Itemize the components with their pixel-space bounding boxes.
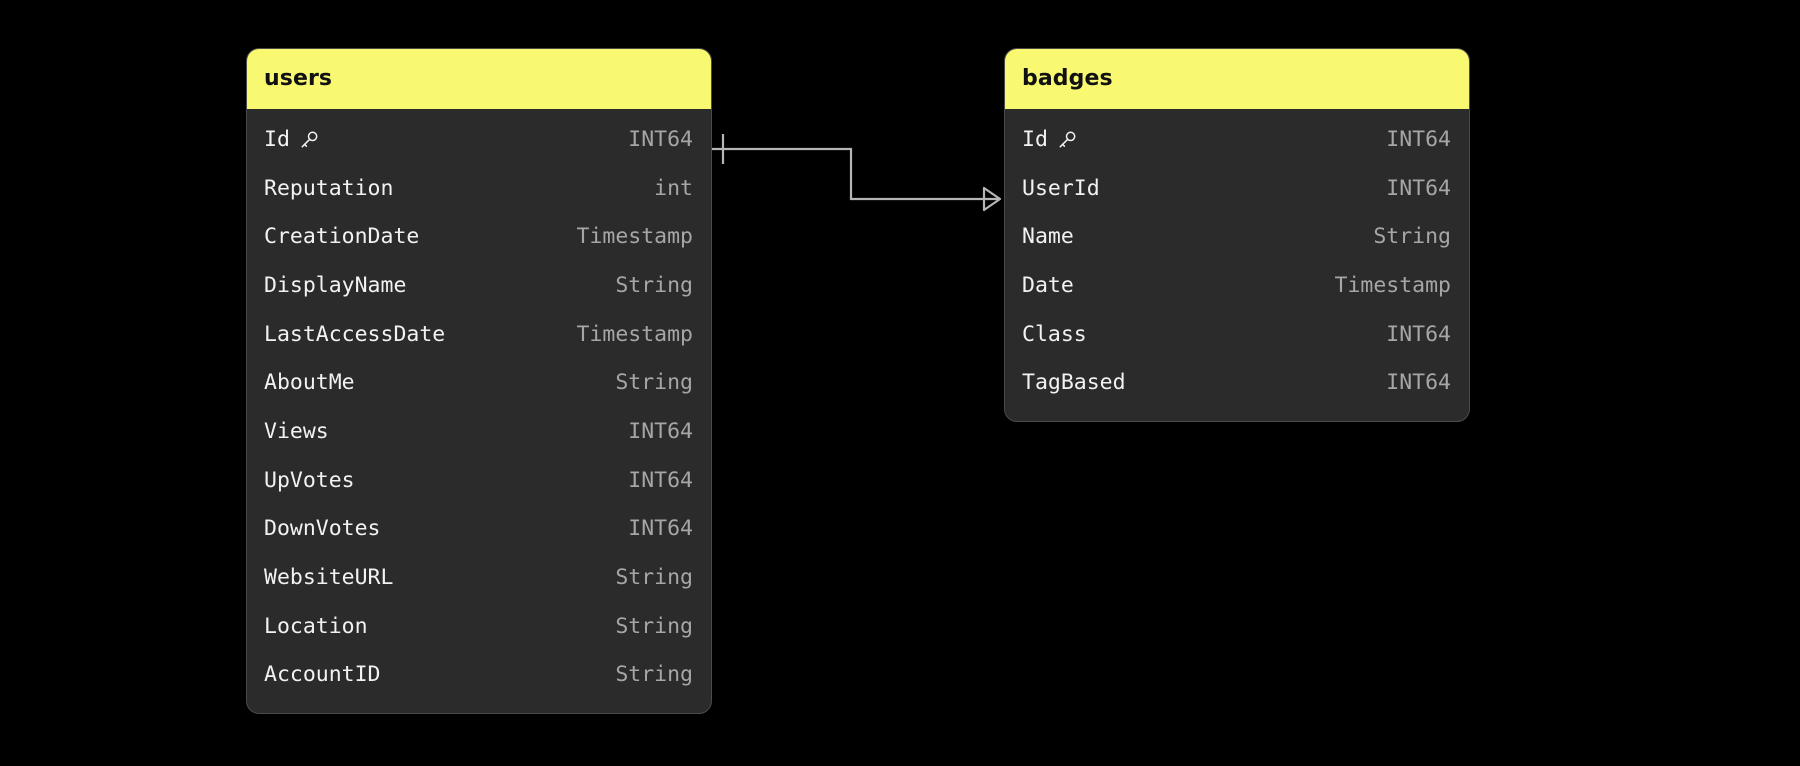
field-row[interactable]: DownVotes INT64: [247, 505, 711, 554]
field-type: INT64: [1386, 175, 1451, 201]
field-type: int: [654, 175, 693, 201]
field-row[interactable]: AboutMe String: [247, 358, 711, 407]
field-row[interactable]: TagBased INT64: [1005, 358, 1469, 407]
entity-table-users[interactable]: users Id INT64 Reputation i: [246, 48, 712, 715]
field-name: CreationDate: [264, 224, 420, 250]
field-name: TagBased: [1022, 370, 1126, 396]
entity-fields-badges: Id INT64 UserId INT64 Name S: [1005, 109, 1469, 421]
field-name: Reputation: [264, 175, 394, 201]
field-type: INT64: [628, 418, 693, 444]
field-row[interactable]: Class INT64: [1005, 310, 1469, 359]
field-row[interactable]: Views INT64: [247, 407, 711, 456]
field-name: Location: [264, 613, 368, 639]
field-name: Id: [264, 127, 319, 152]
field-type: String: [615, 662, 693, 688]
field-type: Timestamp: [1334, 272, 1452, 298]
field-label: Id: [1022, 126, 1048, 152]
key-icon: [299, 130, 319, 150]
field-type: Timestamp: [576, 224, 694, 250]
field-type: String: [615, 613, 693, 639]
field-name: Id: [1022, 127, 1077, 152]
entity-title-users: users: [247, 49, 711, 109]
field-name: Class: [1022, 321, 1087, 347]
field-type: INT64: [1386, 126, 1451, 152]
field-type: INT64: [628, 467, 693, 493]
cardinality-many-marker: [982, 186, 1002, 212]
field-row[interactable]: Location String: [247, 602, 711, 651]
field-type: String: [615, 272, 693, 298]
relationship-line: [712, 147, 1000, 201]
field-name: Name: [1022, 224, 1074, 250]
entity-title-badges: badges: [1005, 49, 1469, 109]
field-row[interactable]: Name String: [1005, 212, 1469, 261]
field-name: LastAccessDate: [264, 321, 446, 347]
field-row[interactable]: UserId INT64: [1005, 164, 1469, 213]
field-type: INT64: [1386, 321, 1451, 347]
field-name: WebsiteURL: [264, 565, 394, 591]
field-row[interactable]: DisplayName String: [247, 261, 711, 310]
field-type: String: [1373, 224, 1451, 250]
field-row[interactable]: WebsiteURL String: [247, 553, 711, 602]
field-type: INT64: [628, 126, 693, 152]
field-type: INT64: [628, 516, 693, 542]
field-row[interactable]: CreationDate Timestamp: [247, 212, 711, 261]
field-label: Id: [264, 126, 290, 152]
field-row[interactable]: Date Timestamp: [1005, 261, 1469, 310]
field-name: Date: [1022, 272, 1074, 298]
field-type: INT64: [1386, 370, 1451, 396]
field-name: DownVotes: [264, 516, 381, 542]
field-row[interactable]: UpVotes INT64: [247, 456, 711, 505]
field-name: AccountID: [264, 662, 381, 688]
field-name: UserId: [1022, 175, 1100, 201]
field-row[interactable]: Reputation int: [247, 164, 711, 213]
field-type: String: [615, 370, 693, 396]
field-type: String: [615, 565, 693, 591]
field-name: Views: [264, 418, 329, 444]
entity-table-badges[interactable]: badges Id INT64 UserId INT6: [1004, 48, 1470, 423]
field-row[interactable]: AccountID String: [247, 651, 711, 700]
field-row[interactable]: LastAccessDate Timestamp: [247, 310, 711, 359]
field-row[interactable]: Id INT64: [247, 115, 711, 164]
field-name: AboutMe: [264, 370, 355, 396]
field-row[interactable]: Id INT64: [1005, 115, 1469, 164]
field-name: UpVotes: [264, 467, 355, 493]
field-name: DisplayName: [264, 272, 407, 298]
field-type: Timestamp: [576, 321, 694, 347]
key-icon: [1057, 130, 1077, 150]
entity-fields-users: Id INT64 Reputation int CreationDate: [247, 109, 711, 713]
